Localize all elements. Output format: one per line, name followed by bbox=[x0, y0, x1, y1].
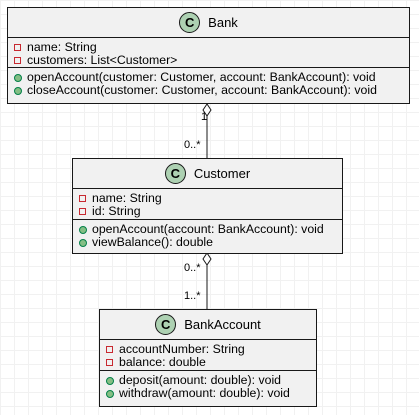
private-icon bbox=[79, 208, 86, 215]
field-text: balance: double bbox=[119, 355, 206, 369]
method-text: deposit(amount: double): void bbox=[119, 373, 282, 387]
fields-section: accountNumber: String balance: double bbox=[100, 340, 316, 371]
aggregation-diamond-customer bbox=[202, 252, 212, 266]
class-name: Customer bbox=[193, 166, 251, 181]
class-stereotype-icon: C bbox=[179, 12, 201, 33]
class-header: C BankAccount bbox=[100, 310, 316, 340]
multiplicity-label: 0..* bbox=[184, 139, 201, 151]
multiplicity-label: 0..* bbox=[184, 262, 201, 274]
methods-section: deposit(amount: double): void withdraw(a… bbox=[100, 371, 316, 402]
private-icon bbox=[79, 195, 86, 202]
field-text: accountNumber: String bbox=[119, 342, 245, 356]
private-icon bbox=[106, 346, 113, 353]
class-stereotype-icon: C bbox=[164, 163, 186, 184]
class-bank[interactable]: C Bank name: String customers: List<Cust… bbox=[7, 7, 410, 104]
method-text: openAccount(account: BankAccount): void bbox=[92, 222, 324, 236]
private-icon bbox=[14, 44, 21, 51]
public-icon bbox=[106, 389, 114, 398]
method-text: openAccount(customer: Customer, account:… bbox=[27, 70, 376, 84]
field-text: name: String bbox=[27, 40, 97, 54]
public-icon bbox=[79, 238, 87, 247]
method-text: viewBalance(): double bbox=[92, 235, 213, 249]
methods-section: openAccount(customer: Customer, account:… bbox=[8, 68, 409, 99]
method: withdraw(amount: double): void bbox=[106, 387, 316, 400]
method: deposit(amount: double): void bbox=[106, 374, 316, 387]
field: accountNumber: String bbox=[106, 343, 316, 356]
fields-section: name: String id: String bbox=[73, 189, 342, 220]
field-text: name: String bbox=[92, 191, 162, 205]
public-icon bbox=[14, 86, 22, 95]
method-text: closeAccount(customer: Customer, account… bbox=[27, 83, 377, 97]
class-stereotype-icon: C bbox=[155, 314, 177, 335]
fields-section: name: String customers: List<Customer> bbox=[8, 38, 409, 68]
field-text: id: String bbox=[92, 204, 141, 218]
multiplicity-label: 1 bbox=[201, 111, 208, 123]
field: name: String bbox=[79, 192, 342, 205]
class-name: Bank bbox=[208, 15, 238, 30]
class-name: BankAccount bbox=[184, 317, 261, 332]
method: openAccount(customer: Customer, account:… bbox=[14, 71, 409, 84]
method: openAccount(account: BankAccount): void bbox=[79, 223, 342, 236]
class-header: C Customer bbox=[73, 159, 342, 189]
class-customer[interactable]: C Customer name: String id: String openA… bbox=[72, 158, 343, 254]
public-icon bbox=[79, 225, 87, 234]
methods-section: openAccount(account: BankAccount): void … bbox=[73, 220, 342, 251]
multiplicity-label: 1..* bbox=[184, 290, 201, 302]
method: viewBalance(): double bbox=[79, 236, 342, 249]
field: name: String bbox=[14, 41, 409, 54]
private-icon bbox=[14, 57, 21, 64]
field: customers: List<Customer> bbox=[14, 54, 409, 67]
class-bankaccount[interactable]: C BankAccount accountNumber: String bala… bbox=[99, 309, 317, 407]
field: id: String bbox=[79, 205, 342, 218]
method: closeAccount(customer: Customer, account… bbox=[14, 84, 409, 97]
field: balance: double bbox=[106, 356, 316, 369]
method-text: withdraw(amount: double): void bbox=[119, 386, 290, 400]
private-icon bbox=[106, 359, 113, 366]
class-header: C Bank bbox=[8, 8, 409, 38]
public-icon bbox=[14, 73, 22, 82]
public-icon bbox=[106, 376, 114, 385]
field-text: customers: List<Customer> bbox=[27, 53, 178, 67]
